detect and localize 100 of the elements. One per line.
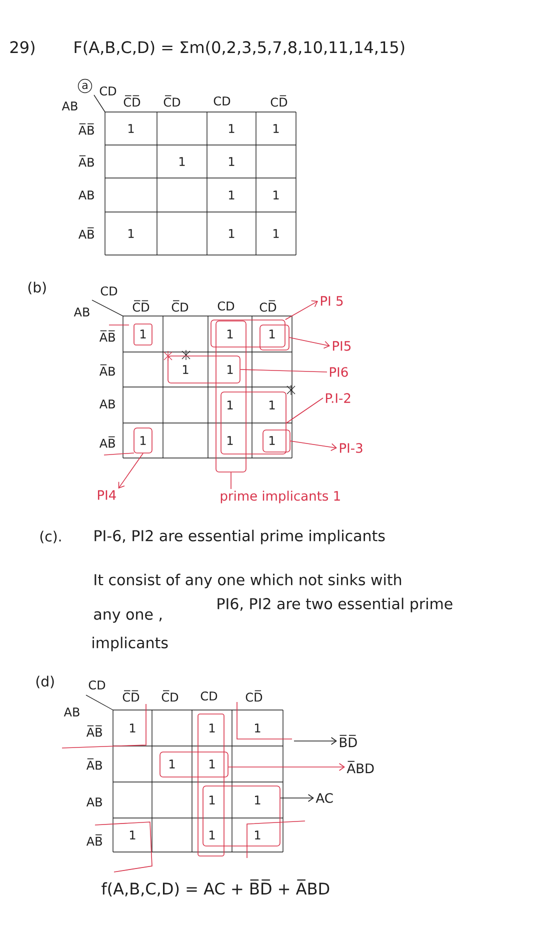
cell-value: 1 (229, 190, 234, 200)
result-equation: f(A,B,C,D) = AC + B̅D̅ + A̅BD (102, 879, 330, 897)
group-loop (210, 320, 286, 348)
cell-value: 1 (274, 190, 279, 200)
variable-label: AB (74, 308, 90, 316)
group-loop (202, 786, 280, 846)
cell-value: 1 (255, 724, 260, 732)
cell-value: 1 (229, 157, 234, 166)
row-header: AB (78, 190, 94, 200)
variable-label: CD (100, 286, 118, 296)
cell-value: 1 (128, 229, 134, 238)
group-loop (160, 752, 228, 778)
row-header: AB̅ (86, 834, 102, 846)
cell-value: 1 (274, 229, 279, 238)
group-loop (220, 392, 286, 454)
question-number: 29) (10, 40, 34, 56)
variable-label: CD (100, 86, 116, 96)
part-label: (d) (36, 676, 54, 688)
cell-value: 1 (270, 400, 275, 410)
annotation-label: AC (316, 793, 333, 803)
group-loop (134, 428, 152, 454)
row-header: AB̅ (78, 227, 94, 239)
answer-text: any one , (94, 611, 162, 623)
cell-value: 1 (210, 724, 215, 732)
column-header: C̅D (164, 95, 180, 107)
arrow (285, 300, 318, 320)
cell-value: 1 (183, 365, 188, 374)
cell-value: 1 (228, 330, 233, 338)
cell-value: 1 (210, 760, 215, 768)
annotation-label: prime implicants 1 (220, 490, 340, 504)
cell-value: 1 (140, 330, 146, 338)
annotation-label: PI6 (330, 367, 348, 377)
column-header: CD̅ (246, 690, 262, 702)
cell-value: 1 (270, 436, 275, 445)
column-header: C̅D̅ (122, 690, 140, 702)
annotation-label: A̅BD (346, 760, 374, 774)
row-header: A̅B̅ (99, 330, 115, 342)
variable-label: AB (64, 708, 80, 716)
group-loop (216, 320, 246, 472)
row-header: A̅B̅ (86, 725, 102, 737)
cell-value: 1 (130, 830, 136, 840)
cell-value: 1 (229, 229, 234, 238)
column-header: CD (214, 96, 230, 106)
column-header: C̅D̅ (124, 95, 140, 107)
group-loop (168, 356, 240, 384)
circled-letter: a (78, 78, 92, 94)
column-header: C̅D̅ (132, 300, 150, 312)
answer-text: implicants (92, 636, 168, 652)
group-loop (260, 324, 290, 350)
annotation-label: PI4 (98, 490, 116, 500)
column-header: CD̅ (260, 300, 276, 312)
group-loop (262, 430, 290, 452)
row-header: AB̅ (99, 436, 115, 448)
annotation-label: PI 5 (320, 296, 343, 306)
row-header: A̅B (99, 364, 115, 376)
arrow (118, 453, 144, 489)
answer-text: PI-6, PI2 are essential prime implicants (94, 530, 385, 544)
variable-label: CD (88, 680, 106, 690)
cell-value: 1 (228, 365, 233, 374)
annotation-label: P.I-2 (326, 393, 350, 403)
column-header: CD (200, 691, 218, 701)
cell-value: 1 (130, 724, 136, 732)
cell-value: 1 (180, 157, 185, 166)
variable-label: AB (62, 102, 78, 110)
cell-value: 1 (255, 830, 260, 840)
row-header: A̅B (86, 758, 102, 770)
cell-value: 1 (274, 124, 279, 133)
column-header: CD (218, 301, 234, 311)
leader-line (230, 472, 232, 490)
cell-value: 1 (210, 830, 215, 840)
answer-text: PI6, PI2 are two essential prime (218, 598, 452, 612)
cell-value: 1 (128, 124, 134, 133)
row-header: AB (86, 798, 102, 806)
arrow (228, 763, 345, 771)
arrow (289, 337, 330, 349)
annotation-label: B̅D̅ (340, 734, 357, 748)
answer-text: It consist of any one which not sinks with (94, 574, 402, 588)
cell-value: 1 (228, 436, 233, 445)
arrow (280, 794, 314, 802)
cell-value: 1 (229, 124, 234, 133)
row-header: AB (99, 400, 115, 408)
annotation-label: PI-3 (340, 443, 362, 453)
leader-line (240, 369, 328, 372)
row-header: A̅B̅ (78, 123, 94, 135)
cell-value: 1 (255, 796, 260, 804)
arrow (294, 737, 337, 745)
title: F(A,B,C,D) = Σm(0,2,3,5,7,8,10,11,14,15) (74, 40, 404, 56)
arrow (290, 440, 337, 452)
column-header: C̅D (162, 690, 178, 702)
part-label: (b) (28, 282, 46, 294)
cell-value: 1 (210, 796, 215, 804)
row-header: A̅B (78, 155, 94, 167)
cell-value: 1 (228, 400, 233, 410)
leader-line (286, 398, 324, 424)
cell-value: 1 (270, 330, 275, 338)
column-header: C̅D (172, 300, 188, 312)
column-header: CD̅ (270, 95, 288, 107)
cell-value: 1 (170, 760, 175, 768)
annotation-label: PI5 (332, 341, 351, 351)
part-label: (c). (40, 530, 61, 544)
